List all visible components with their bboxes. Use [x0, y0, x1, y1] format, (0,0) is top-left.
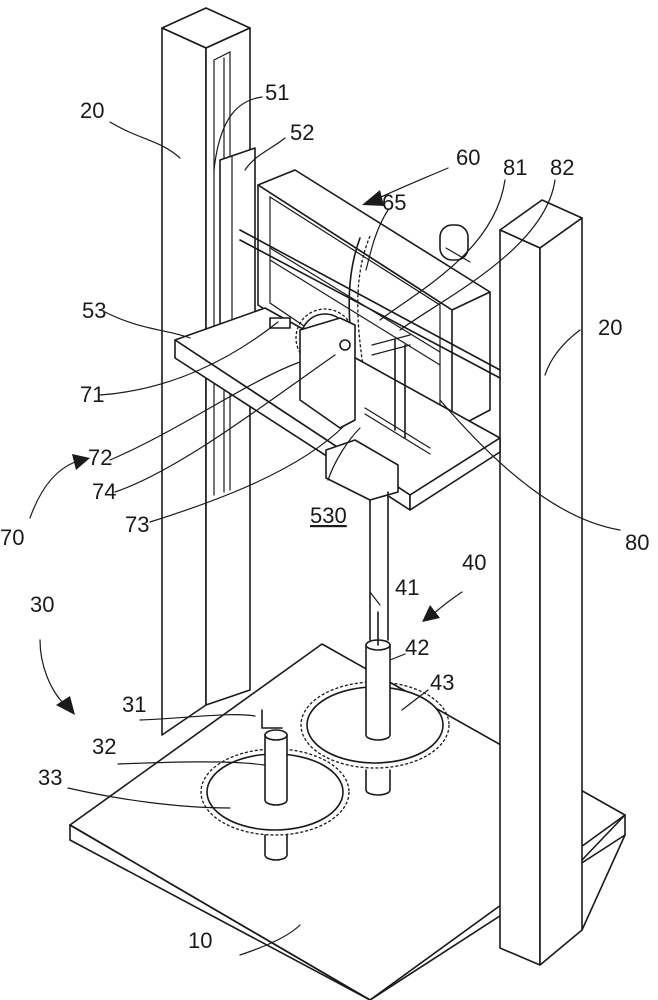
- label-42: 42: [405, 635, 429, 660]
- label-53: 53: [82, 298, 106, 323]
- label-41: 41: [395, 575, 419, 600]
- label-60: 60: [456, 145, 480, 170]
- shaft-gear-40: [300, 611, 450, 796]
- label-71: 71: [80, 382, 104, 407]
- label-82: 82: [550, 155, 574, 180]
- label-70: 70: [0, 525, 24, 550]
- gear-assembly-30: [200, 709, 350, 861]
- label-65: 65: [382, 190, 406, 215]
- label-10: 10: [188, 928, 212, 953]
- label-80: 80: [625, 530, 649, 555]
- label-40: 40: [462, 550, 486, 575]
- label-51: 51: [265, 80, 289, 105]
- label-43: 43: [430, 670, 454, 695]
- leader-lines: [67, 96, 621, 956]
- label-33: 33: [38, 765, 62, 790]
- label-74: 74: [92, 479, 116, 504]
- label-32: 32: [92, 734, 116, 759]
- label-73: 73: [125, 512, 149, 537]
- base-plate: [69, 643, 626, 1000]
- label-52: 52: [290, 120, 314, 145]
- right-post: [499, 199, 626, 966]
- label-31: 31: [122, 692, 146, 717]
- label-20-left: 20: [80, 98, 104, 123]
- gear-assembly: [269, 308, 411, 439]
- label-72: 72: [88, 445, 112, 470]
- slider-block: [219, 147, 256, 336]
- direction-arrows: [29, 167, 463, 715]
- label-530: 530: [310, 503, 347, 528]
- label-20-right: 20: [598, 315, 622, 340]
- column: [325, 439, 399, 641]
- label-81: 81: [503, 155, 527, 180]
- label-30: 30: [30, 592, 54, 617]
- reference-labels: 20 20 51 52 53 60 65 81 82 71 72 74 73 5…: [0, 80, 649, 953]
